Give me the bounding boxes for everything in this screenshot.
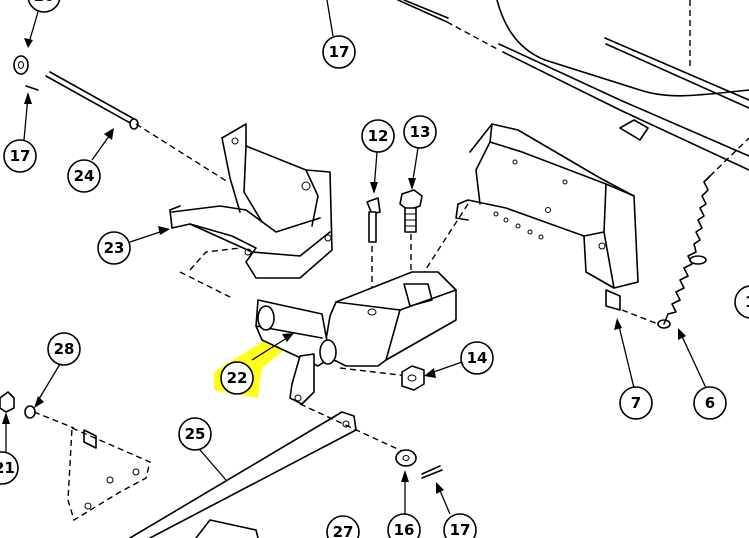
callout-6: 6	[693, 386, 727, 420]
callout-28: 28	[47, 332, 81, 366]
spring-6	[657, 175, 711, 329]
callout-21-label: 21	[0, 459, 15, 477]
callout-7: 7	[619, 386, 653, 420]
callout-27: 27	[326, 515, 360, 538]
callout-24-label: 24	[74, 167, 95, 185]
top-right-plate	[496, 0, 749, 171]
callout-7-label: 7	[631, 394, 641, 412]
callout-13-label: 13	[410, 123, 431, 141]
pivot-plate-assembly	[255, 271, 457, 405]
callout-26-label: 26	[34, 0, 55, 5]
washer-28	[24, 405, 36, 419]
channel-bracket-7	[455, 123, 639, 311]
callout-25-label: 25	[185, 425, 206, 443]
bolt-13	[399, 189, 423, 233]
callout-17-bottom-label: 17	[450, 521, 471, 538]
nut-21	[0, 391, 15, 413]
callout-14-label: 14	[467, 349, 488, 367]
callout-26: 26	[27, 0, 61, 13]
callout-22: 22	[220, 361, 254, 395]
nut-14	[401, 365, 425, 391]
callout-11-label: 11	[745, 293, 749, 311]
washer-16	[395, 449, 417, 467]
callout-21: 21	[0, 451, 19, 485]
link-bar-25	[129, 411, 357, 538]
callout-16: 16	[387, 513, 421, 538]
triangle-plate	[67, 426, 151, 522]
callout-22-label: 22	[227, 369, 248, 387]
long-pin-24	[45, 71, 139, 130]
callout-17-top-label: 17	[329, 43, 350, 61]
cotter-pin-17-bottom	[421, 465, 443, 479]
callout-23: 23	[97, 231, 131, 265]
cotter-pin-17-left	[25, 85, 39, 91]
callout-16-label: 16	[394, 521, 415, 538]
top-shaft	[397, 0, 449, 23]
callout-27-label: 27	[333, 523, 354, 538]
callout-13: 13	[403, 115, 437, 149]
callout-23-label: 23	[104, 239, 125, 257]
callout-12-label: 12	[368, 127, 389, 145]
bracket-23	[169, 123, 333, 279]
callout-24: 24	[67, 159, 101, 193]
callout-11: 11	[734, 285, 749, 319]
pin-12	[366, 197, 381, 243]
callout-28-label: 28	[54, 340, 75, 358]
callout-17-bottom: 17	[443, 513, 477, 538]
callout-17-left: 17	[3, 139, 37, 173]
callout-14: 14	[460, 341, 494, 375]
callout-25: 25	[178, 417, 212, 451]
callout-12: 12	[361, 119, 395, 153]
washer-26	[13, 55, 29, 75]
callout-6-label: 6	[705, 394, 715, 412]
callout-17-top: 17	[322, 35, 356, 69]
callout-17-left-label: 17	[10, 147, 31, 165]
